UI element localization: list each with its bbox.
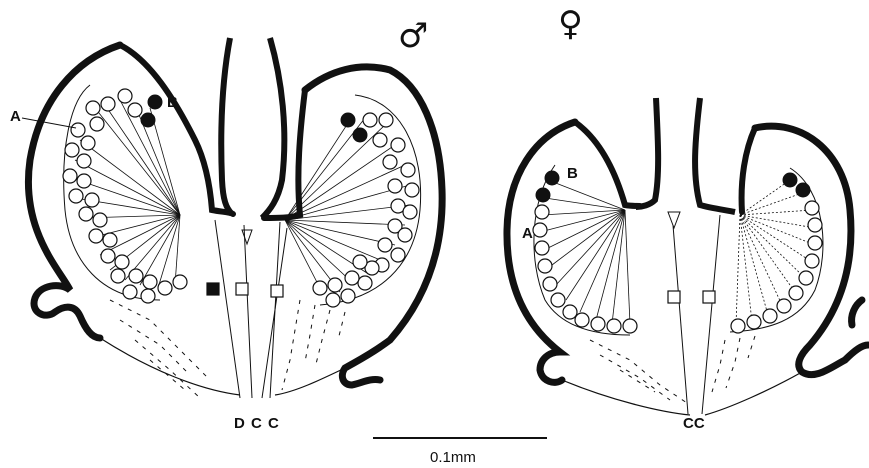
- male-panel: [22, 38, 442, 398]
- female-symbol: ♀: [558, 4, 583, 44]
- female-right-sensilla: [731, 201, 822, 333]
- male-triangle-pit: [242, 230, 252, 244]
- scale-bar-label: 0.1mm: [430, 449, 476, 466]
- female-central-right-wall: [695, 98, 735, 212]
- female-panel: [507, 98, 868, 415]
- female-left-lobe-inner: [575, 122, 640, 206]
- female-central-left-wall: [636, 98, 658, 207]
- female-right-lobe-outline: [755, 126, 868, 374]
- male-right-tissue: [282, 300, 345, 390]
- female-right-tissue: [712, 336, 755, 392]
- female-right-lobe-inner: [742, 128, 755, 212]
- male-cell-c2: [271, 285, 283, 297]
- female-triangle-pit: [668, 212, 680, 228]
- female-left-dark-sensilla: [536, 171, 559, 202]
- male-bottom-label-c1: C: [251, 415, 262, 432]
- female-bottom-labels: CC: [683, 415, 705, 432]
- male-symbol: ♂: [398, 16, 428, 56]
- male-cell-d: [207, 283, 219, 295]
- female-right-converge: [705, 372, 802, 415]
- male-left-converge: [100, 338, 240, 395]
- male-bottom-label-d: D: [234, 415, 245, 432]
- male-bottom-label-c2: C: [268, 415, 279, 432]
- female-fiber-1: [673, 225, 688, 414]
- female-left-converge: [562, 380, 690, 415]
- male-central-left-wall: [221, 38, 232, 214]
- female-fiber-2: [702, 215, 720, 414]
- female-cell-1: [668, 291, 680, 303]
- male-central-right-wall: [262, 38, 284, 218]
- male-fiber-c3: [262, 228, 287, 398]
- female-label-a: A: [522, 225, 533, 242]
- male-label-b: B: [167, 94, 178, 111]
- male-fiber-d: [215, 220, 240, 398]
- male-fiber-c1: [244, 225, 252, 398]
- male-left-lobe-inner: [120, 45, 233, 214]
- male-left-tissue: [110, 300, 210, 398]
- male-right-converge: [275, 368, 345, 395]
- female-right-dark-sensilla: [783, 173, 810, 197]
- male-label-a: A: [10, 108, 21, 125]
- female-right-hook: [852, 300, 862, 325]
- male-a-pointer: [22, 118, 76, 128]
- female-label-b: B: [567, 165, 578, 182]
- male-left-dark-sensilla: [141, 95, 162, 127]
- male-cell-c1: [236, 283, 248, 295]
- female-right-fan: [736, 180, 815, 325]
- female-cell-2: [703, 291, 715, 303]
